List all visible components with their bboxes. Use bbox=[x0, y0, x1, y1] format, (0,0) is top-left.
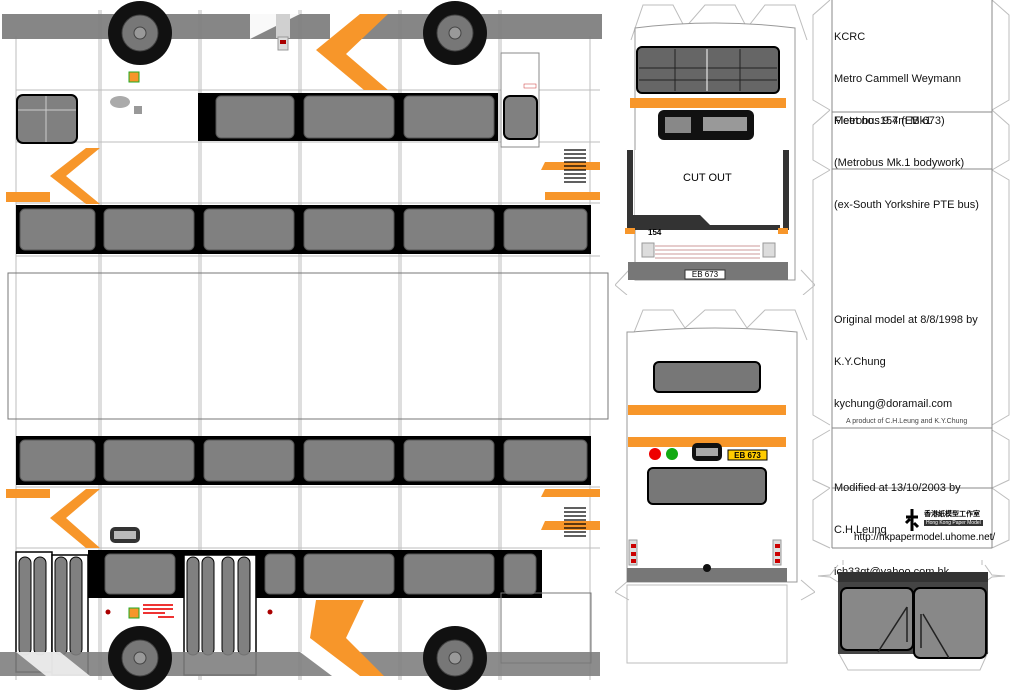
original-date: Original model at 8/8/1998 by bbox=[834, 314, 978, 326]
cut-out-label: CUT OUT bbox=[683, 172, 732, 184]
original-author: K.Y.Chung bbox=[834, 356, 886, 368]
bus-rear-drawing bbox=[615, 309, 815, 664]
manufacturer-name: Metro Cammell Weymann bbox=[834, 73, 961, 85]
modified-author: C.H.Leung bbox=[834, 524, 887, 536]
logo-english-text: Hong Kong Paper Model bbox=[924, 520, 983, 526]
bus-front-net: CUT OUT 154 EB 673 bbox=[615, 0, 815, 295]
rear-registration-plate: EB 673 bbox=[734, 451, 761, 460]
info-block-model: KCRC Metro Cammell Weymann Metrobus 9.7m… bbox=[834, 2, 979, 226]
original-email[interactable]: kychung@doramail.com bbox=[834, 398, 953, 410]
modified-date: Modified at 13/10/2003 by bbox=[834, 482, 961, 494]
bus-rear-net: EB 673 bbox=[615, 300, 815, 692]
info-panel: KCRC Metro Cammell Weymann Metrobus 9.7m… bbox=[810, 0, 1012, 578]
product-credit: A product of C.H.Leung and K.Y.Chung bbox=[846, 418, 968, 425]
bus-side-net bbox=[0, 1, 609, 690]
bodywork-note: (Metrobus Mk.1 bodywork) bbox=[834, 157, 965, 169]
front-fleet-number: 154 bbox=[648, 228, 662, 237]
hkpm-logo-icon bbox=[904, 509, 920, 531]
fleet-number-text: Fleet no.:154 (EB 673) bbox=[834, 115, 945, 127]
windscreen-piece bbox=[810, 560, 1012, 692]
operator-name: KCRC bbox=[834, 31, 866, 43]
bus-front-drawing bbox=[615, 4, 815, 295]
website-url[interactable]: http://hkpapermodel.uhome.net/ bbox=[854, 532, 996, 543]
model-name: Metrobus 9.7m Mk1 bbox=[834, 115, 932, 127]
history-note: (ex-South Yorkshire PTE bus) bbox=[834, 199, 979, 211]
front-registration-plate: EB 673 bbox=[691, 270, 719, 279]
logo-chinese-text: 香港紙模型工作室 bbox=[924, 511, 980, 518]
info-panel-frame bbox=[812, 0, 1010, 549]
windscreen-drawing bbox=[817, 560, 1006, 671]
credits-block: Original model at 8/8/1998 by K.Y.Chung … bbox=[834, 285, 978, 593]
bus-side-net-drawing bbox=[0, 1, 609, 690]
